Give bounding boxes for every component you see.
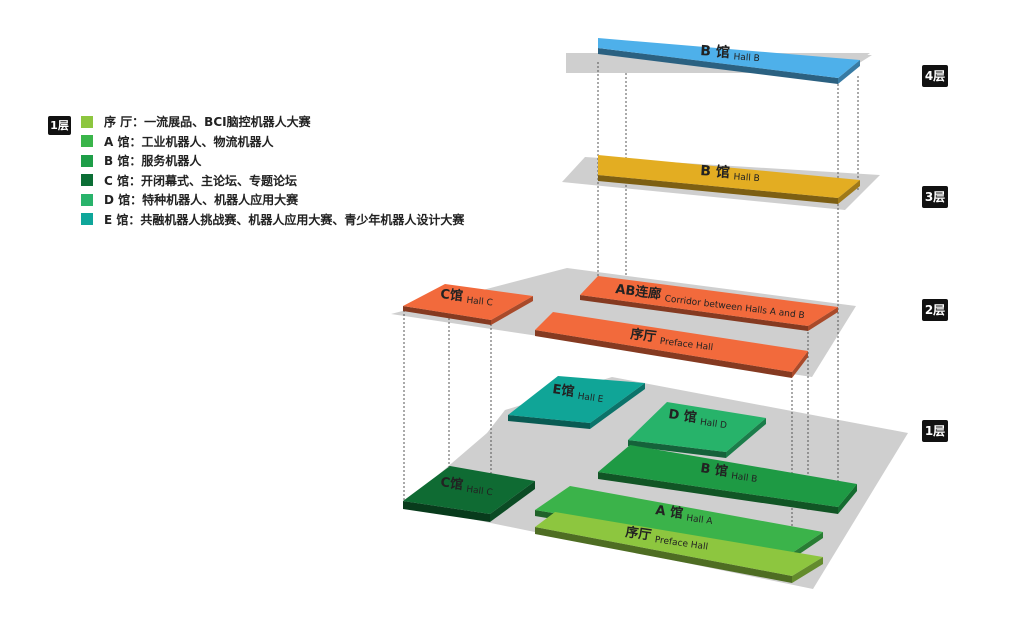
legend-item: E 馆：共融机器人挑战赛、机器人应用大赛、青少年机器人设计大赛 — [81, 210, 464, 230]
hall-front-face — [598, 472, 838, 514]
hall-top-face — [508, 376, 645, 423]
legend-floor-badge: 1层 — [48, 116, 71, 135]
hall-label-en: Hall C — [466, 485, 494, 499]
hall-label-en: Hall A — [686, 513, 714, 527]
hall-front-face — [403, 306, 491, 325]
hall-label-cn: A 馆 — [654, 502, 684, 522]
hall-side-face — [726, 418, 766, 458]
hall-top-face — [535, 312, 808, 372]
legend-label: B 馆：服务机器人 — [104, 154, 202, 169]
floor-badge-1: 1层 — [922, 420, 948, 442]
hall-side-face — [792, 351, 808, 378]
hall-label-en: Hall D — [699, 418, 727, 432]
legend-label: 序 厅：一流展品、BCI脑控机器人大赛 — [104, 115, 311, 130]
hall-front-face — [535, 527, 792, 583]
hall-label-en: Hall B — [733, 172, 760, 184]
hall-label-cn: E馆 — [551, 381, 575, 400]
legend-swatch — [81, 115, 93, 128]
hall-label-cn: 序厅 — [624, 524, 652, 543]
hall-top-face — [403, 466, 535, 514]
legend-swatch — [81, 154, 93, 167]
hall-side-face — [792, 557, 823, 583]
hall-label-cn: B 馆 — [700, 42, 731, 61]
hall-side-face — [590, 383, 645, 429]
hall-side-face — [838, 484, 857, 514]
hall-top-face — [628, 402, 766, 452]
legend-label: A 馆：工业机器人、物流机器人 — [104, 134, 274, 149]
legend-label: E 馆：共融机器人挑战赛、机器人应用大赛、青少年机器人设计大赛 — [104, 212, 465, 227]
hall-label-en: Hall C — [466, 296, 493, 309]
legend-label: D 馆：特种机器人、机器人应用大赛 — [104, 193, 299, 208]
hall-f1-preface: 序厅Preface Hall — [535, 512, 823, 583]
legend-item: C 馆：开闭幕式、主论坛、专题论坛 — [81, 171, 464, 191]
hall-label-cn: C馆 — [439, 474, 464, 493]
hall-label-en: Hall B — [730, 471, 757, 485]
legend-swatch — [81, 174, 93, 187]
hall-front-face — [598, 48, 838, 84]
hall-side-face — [838, 60, 860, 84]
hall-front-face — [628, 440, 726, 458]
hall-label-en: Hall B — [733, 52, 760, 64]
hall-front-face — [535, 330, 792, 378]
hall-top-face — [598, 38, 860, 78]
hall-label-cn: D 馆 — [667, 406, 697, 426]
legend-swatch — [81, 213, 93, 226]
hall-side-face — [808, 307, 838, 331]
hall-label-cn: 序厅 — [630, 326, 658, 345]
hall-top-face — [598, 155, 860, 198]
hall-label-cn: AB连廊 — [615, 281, 663, 302]
legend-label: C 馆：开闭幕式、主论坛、专题论坛 — [104, 173, 297, 188]
legend-item: 序 厅：一流展品、BCI脑控机器人大赛 — [81, 112, 464, 132]
floor-badge-3: 3层 — [922, 186, 948, 208]
legend-item: B 馆：服务机器人 — [81, 151, 464, 171]
hall-f2-ab: AB连廊Corridor between Halls A and B — [580, 276, 838, 331]
hall-top-face — [598, 445, 857, 507]
legend-item: A 馆：工业机器人、物流机器人 — [81, 132, 464, 152]
hall-top-face — [535, 486, 823, 553]
hall-front-face — [508, 415, 590, 429]
hall-side-face — [491, 296, 533, 325]
hall-label-cn: B 馆 — [700, 162, 731, 181]
hall-side-face — [838, 180, 860, 204]
hall-top-face — [403, 284, 533, 320]
hall-front-face — [580, 295, 808, 331]
hall-front-face — [403, 501, 490, 522]
hall-label-en: Hall E — [577, 392, 604, 406]
legend-list: 序 厅：一流展品、BCI脑控机器人大赛 A 馆：工业机器人、物流机器人 B 馆：服务… — [81, 112, 464, 229]
legend-swatch — [81, 135, 93, 148]
hall-top-face — [580, 276, 838, 326]
legend-item: D 馆：特种机器人、机器人应用大赛 — [81, 190, 464, 210]
hall-side-face — [792, 532, 823, 559]
hall-side-face — [490, 481, 535, 522]
legend-swatch — [81, 193, 93, 206]
hall-top-face — [535, 512, 823, 576]
floor-badge-4: 4层 — [922, 65, 948, 87]
hall-front-face — [598, 175, 838, 204]
hall-label-cn: B 馆 — [699, 460, 728, 480]
hall-label-cn: C馆 — [440, 286, 464, 304]
floor-badge-2: 2层 — [922, 299, 948, 321]
